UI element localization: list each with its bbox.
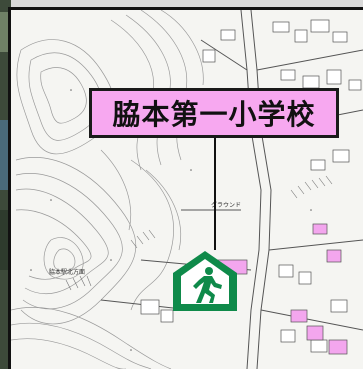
map-linework	[11, 10, 363, 369]
label-pointer-line	[214, 138, 216, 250]
school-name: 脇本第一小学校	[112, 98, 316, 131]
aerial-photo-strip	[0, 0, 11, 369]
ground-label: グラウンド	[211, 202, 242, 209]
emergency-exit-house-icon[interactable]	[171, 249, 239, 312]
topographic-map[interactable]: グラウンド 脇本駅北方面	[8, 7, 363, 369]
facility-label: 脇本駅北方面	[49, 269, 86, 276]
school-label-box[interactable]: 脇本第一小学校	[89, 88, 339, 138]
